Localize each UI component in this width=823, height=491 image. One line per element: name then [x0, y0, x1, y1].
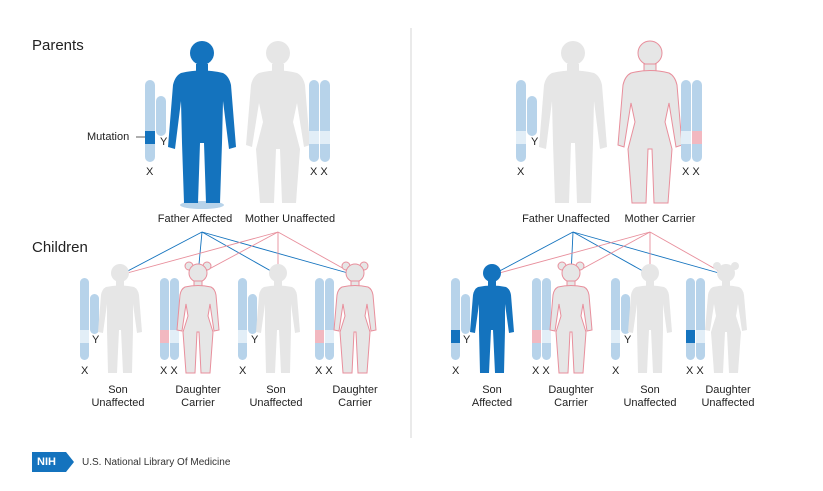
left-child2-chromosomes [160, 278, 179, 360]
right-child4-chromosomes [686, 278, 705, 360]
left-mother-chromosomes [309, 80, 330, 162]
left-child4-xx-letters: X X [315, 365, 333, 377]
left-child2-figure [176, 261, 220, 374]
mutation-label: Mutation [87, 131, 130, 143]
right-child3-x-letter: X [612, 365, 620, 377]
left-child3-y-letter: Y [251, 334, 259, 346]
right-child1-chromosomes [451, 278, 470, 360]
left-father-x-letter: X [146, 166, 154, 178]
right-child2-figure [549, 261, 593, 374]
right-child1-figure [470, 264, 514, 373]
left-child4-figure [333, 261, 377, 374]
left-father-figure [168, 41, 236, 203]
left-mother-label: Mother Unaffected [244, 213, 336, 225]
father-shadow [180, 201, 224, 209]
left-child3-chromosomes [238, 278, 257, 360]
right-father-y-letter: Y [531, 136, 539, 148]
right-child1-x-letter: X [452, 365, 460, 377]
left-mother-figure [246, 41, 310, 203]
left-child1-x-letter: X [81, 365, 89, 377]
section-children: Children [32, 239, 88, 256]
left-child2-xx-letters: X X [160, 365, 178, 377]
right-father-lines [491, 231, 727, 276]
footer-text: U.S. National Library Of Medicine [82, 456, 231, 468]
right-mother-lines [491, 231, 727, 276]
left-child3-figure [256, 264, 300, 373]
left-father-chromosomes [145, 80, 166, 162]
left-father-lines [119, 231, 356, 276]
left-father-y-letter: Y [160, 136, 168, 148]
nih-logo: NIH [32, 452, 74, 472]
right-child2-xx-letters: X X [532, 365, 550, 377]
right-father-chromosomes [516, 80, 537, 162]
right-mother-xx-letters: X X [682, 166, 700, 178]
right-child4-figure [705, 262, 747, 373]
right-mother-chromosomes [681, 80, 702, 162]
left-child1-figure [98, 264, 142, 373]
left-child1-chromosomes [80, 278, 99, 360]
right-father-figure [539, 41, 607, 203]
left-mother-lines [119, 231, 356, 276]
right-child3-figure [628, 264, 672, 373]
left-child3-x-letter: X [239, 365, 247, 377]
right-child2-chromosomes [532, 278, 551, 360]
right-child1-y-letter: Y [463, 334, 471, 346]
left-child1-y-letter: Y [92, 334, 100, 346]
right-child4-xx-letters: X X [686, 365, 704, 377]
left-child4-chromosomes [315, 278, 334, 360]
right-child3-y-letter: Y [624, 334, 632, 346]
left-mother-xx-letters: X X [310, 166, 328, 178]
left-father-label: Father Affected [157, 213, 233, 225]
right-mother-figure [617, 40, 683, 204]
right-mother-label: Mother Carrier [624, 213, 696, 225]
right-father-x-letter: X [517, 166, 525, 178]
section-parents: Parents [32, 37, 84, 54]
footer: NIH U.S. National Library Of Medicine [32, 452, 230, 472]
right-child3-chromosomes [611, 278, 630, 360]
right-father-label: Father Unaffected [522, 213, 610, 225]
